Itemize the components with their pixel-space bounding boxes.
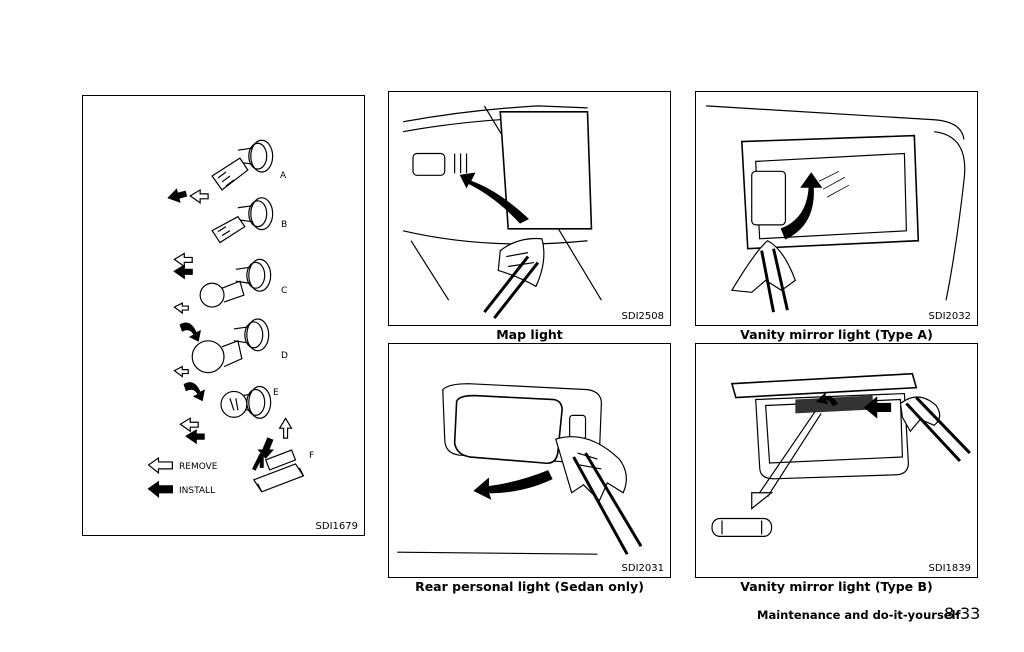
bulb-a-illustration [167,139,274,204]
bulb-label-d: D [281,351,288,361]
vanity-mirror-a-figure: SDI2032 [695,91,978,326]
bulb-label-f: F [309,451,315,461]
bulb-f-illustration [252,417,305,493]
bulb-d-illustration [173,318,270,402]
remove-arrow-icon [147,456,173,475]
install-arrow-icon [147,480,173,498]
rear-personal-light-caption: Rear personal light (Sedan only) [415,579,644,594]
map-light-figure: SDI2508 [388,91,671,326]
section-title: Maintenance and do-it-yourself [757,608,961,622]
bulb-label-a: A [280,171,287,181]
map-light-illustration [402,105,602,319]
bulb-c-illustration [173,258,272,342]
bulb-b-illustration [173,197,274,280]
figure-code: SDI2508 [621,311,664,322]
rear-personal-light-illustration [397,383,643,555]
map-light-caption: Map light [496,327,563,342]
vanity-mirror-a-caption: Vanity mirror light (Type A) [740,327,933,342]
bulb-illustrations [147,139,305,498]
bulb-label-e: E [273,388,279,398]
figure-code: SDI2031 [621,563,664,574]
vanity-mirror-b-illustration [711,372,971,537]
figure-code: SDI1839 [928,563,971,574]
bulb-figure: A B C D E F REMOVE INSTALL SDI1679 [82,95,365,536]
legend-install: INSTALL [179,486,216,496]
vanity-mirror-b-figure: SDI1839 [695,343,978,578]
bulb-label-c: C [281,286,288,296]
figure-code: SDI2032 [928,311,971,322]
rear-personal-light-figure: SDI2031 [388,343,671,578]
bulb-e-illustration [179,385,272,445]
figure-code: SDI1679 [315,521,358,532]
page-number: 8-33 [944,604,981,623]
vanity-mirror-b-caption: Vanity mirror light (Type B) [740,579,933,594]
legend-remove: REMOVE [179,462,218,472]
bulb-label-b: B [281,220,288,230]
vanity-mirror-a-illustration [706,105,966,313]
